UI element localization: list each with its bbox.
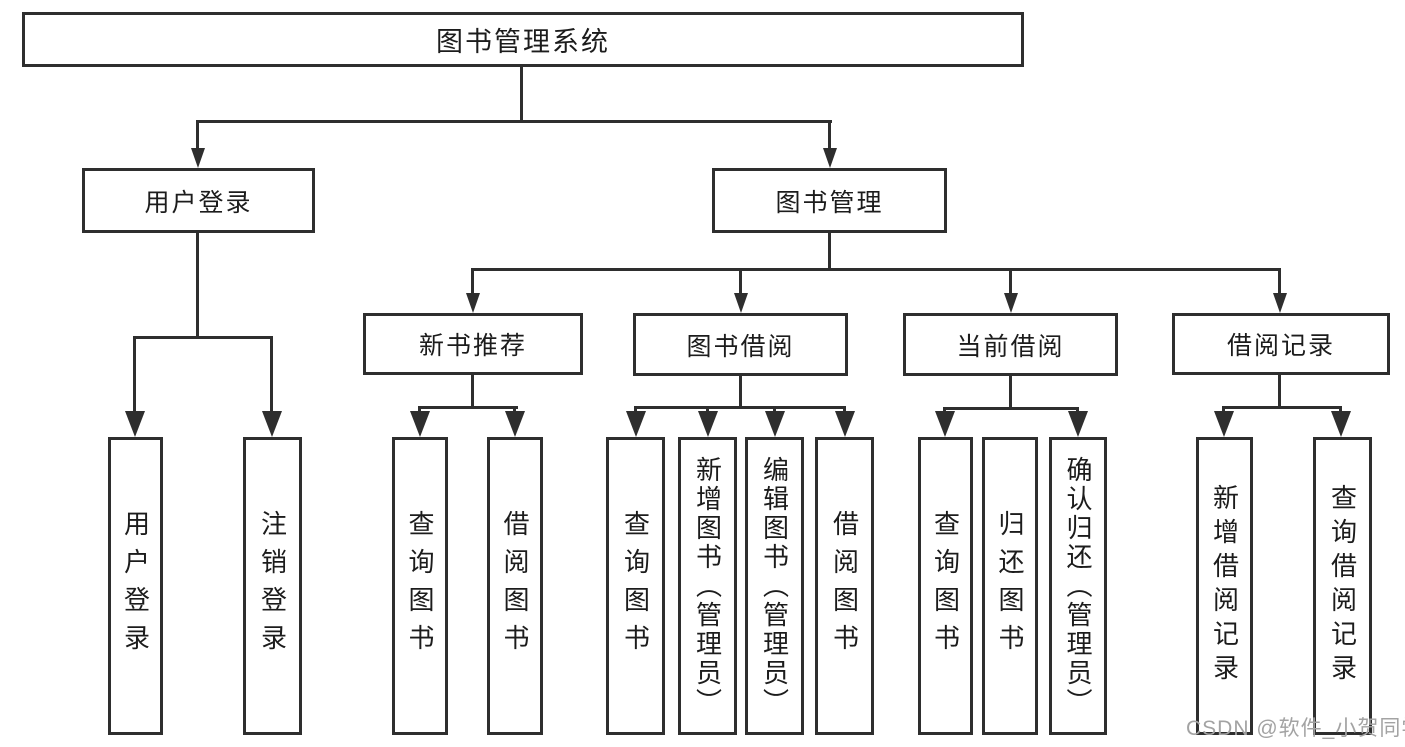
arrow-down-icon (191, 148, 205, 168)
leaf-borrow-books-recommend: 借阅图书 (487, 437, 543, 735)
connector-line (471, 268, 474, 295)
connector-line (1009, 268, 1012, 295)
node-label: 当前借阅 (956, 332, 1065, 361)
node-label: 用户登录 (144, 188, 253, 217)
leaf-label: 编辑图书（管理员） (759, 455, 790, 717)
connector-line (1339, 406, 1342, 415)
leaf-borrow-books-borrow: 借阅图书 (815, 437, 874, 735)
arrow-down-icon (823, 148, 837, 168)
connector-line (634, 406, 637, 415)
leaf-label: 新增图书（管理员） (692, 455, 723, 717)
connector-line (196, 120, 832, 123)
arrow-down-icon (1004, 293, 1018, 313)
leaf-label: 查询图书 (405, 510, 435, 662)
connector-line (828, 233, 831, 268)
node-label: 新书推荐 (418, 332, 527, 360)
connector-line (270, 336, 273, 413)
arrow-down-icon (505, 411, 525, 437)
connector-line (520, 67, 523, 120)
connector-line (1222, 406, 1225, 415)
connector-line (828, 120, 831, 150)
arrow-down-icon (734, 293, 748, 313)
connector-line (943, 407, 1079, 410)
leaf-add-borrow-record: 新增借阅记录 (1196, 437, 1253, 735)
node-label: 图书管理系统 (436, 27, 610, 57)
connector-line (471, 375, 474, 409)
connector-line (513, 406, 516, 415)
connector-line (739, 268, 742, 295)
leaf-label: 用户登录 (120, 510, 151, 662)
leaf-label: 确认归还（管理员） (1063, 455, 1093, 717)
node-root: 图书管理系统 (22, 12, 1024, 67)
leaf-query-books-current: 查询图书 (918, 437, 973, 735)
leaf-label: 查询借阅记录 (1327, 484, 1358, 688)
arrow-down-icon (935, 411, 955, 437)
leaf-label: 借阅图书 (500, 510, 530, 662)
node-book-borrow: 图书借阅 (633, 313, 848, 376)
connector-line (196, 120, 199, 150)
node-user-login: 用户登录 (82, 168, 315, 233)
arrow-down-icon (125, 411, 145, 437)
arrow-down-icon (1214, 411, 1234, 437)
arrow-down-icon (626, 411, 646, 437)
leaf-label: 归还图书 (995, 510, 1025, 662)
arrow-down-icon (262, 411, 282, 437)
connector-line (133, 336, 273, 339)
connector-line (133, 336, 136, 413)
arrow-down-icon (698, 411, 718, 437)
node-borrow-records: 借阅记录 (1172, 313, 1390, 375)
connector-line (634, 406, 846, 409)
connector-line (1278, 375, 1281, 409)
leaf-query-borrow-record: 查询借阅记录 (1313, 437, 1372, 735)
node-label: 图书管理 (775, 188, 884, 217)
leaf-label: 新增借阅记录 (1209, 484, 1240, 688)
connector-line (843, 406, 846, 415)
connector-line (196, 233, 199, 336)
node-current-borrow: 当前借阅 (903, 313, 1118, 376)
arrow-down-icon (1273, 293, 1287, 313)
watermark-text: CSDN @软件_小贺同学 (1186, 717, 1405, 740)
leaf-label: 借阅图书 (829, 510, 860, 662)
arrow-down-icon (1331, 411, 1351, 437)
connector-line (471, 268, 1281, 271)
connector-line (706, 406, 709, 415)
leaf-add-books-admin: 新增图书（管理员） (678, 437, 737, 735)
node-book-management: 图书管理 (712, 168, 947, 233)
connector-line (1278, 268, 1281, 295)
connector-line (773, 406, 776, 415)
arrow-down-icon (410, 411, 430, 437)
node-label: 借阅记录 (1226, 332, 1335, 360)
leaf-query-books-recommend: 查询图书 (392, 437, 448, 735)
node-new-book-recommend: 新书推荐 (363, 313, 583, 375)
leaf-label: 查询图书 (620, 510, 651, 662)
arrow-down-icon (1068, 411, 1088, 437)
connector-line (1009, 376, 1012, 410)
connector-line (1222, 406, 1342, 409)
leaf-query-books-borrow: 查询图书 (606, 437, 665, 735)
leaf-return-books: 归还图书 (982, 437, 1038, 735)
leaf-confirm-return-admin: 确认归还（管理员） (1049, 437, 1107, 735)
leaf-label: 注销登录 (257, 510, 288, 662)
leaf-user-login: 用户登录 (108, 437, 163, 735)
arrow-down-icon (835, 411, 855, 437)
leaf-edit-books-admin: 编辑图书（管理员） (745, 437, 804, 735)
arrow-down-icon (765, 411, 785, 437)
connector-line (739, 376, 742, 409)
leaf-label: 查询图书 (930, 510, 961, 662)
leaf-logout: 注销登录 (243, 437, 302, 735)
connector-line (418, 406, 518, 409)
arrow-down-icon (466, 293, 480, 313)
node-label: 图书借阅 (686, 332, 795, 361)
connector-line (418, 406, 421, 415)
